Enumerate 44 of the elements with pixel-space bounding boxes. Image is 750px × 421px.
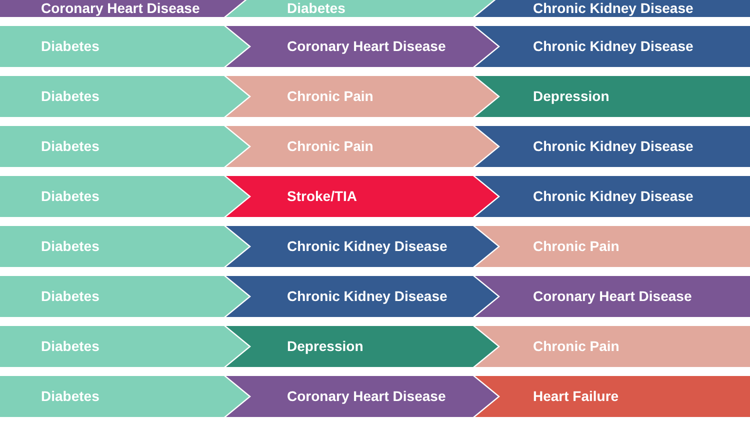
- step-label: Diabetes: [41, 138, 100, 155]
- step-label: Chronic Pain: [533, 338, 620, 355]
- chevron-step: [0, 176, 249, 217]
- step-label: Coronary Heart Disease: [41, 0, 200, 17]
- step-label: Chronic Pain: [287, 138, 374, 155]
- step-label: Diabetes: [41, 88, 100, 105]
- step-label: Stroke/TIA: [287, 188, 358, 205]
- chevron-step: [475, 0, 750, 17]
- step-label: Diabetes: [41, 388, 100, 405]
- step-label: Coronary Heart Disease: [533, 288, 692, 305]
- step-label: Chronic Kidney Disease: [287, 288, 448, 305]
- step-label: Heart Failure: [533, 388, 619, 405]
- step-label: Diabetes: [41, 188, 100, 205]
- chevron-step: [0, 76, 249, 117]
- chevron-step: [475, 376, 750, 417]
- step-label: Chronic Kidney Disease: [533, 138, 694, 155]
- chevron-step: [0, 376, 249, 417]
- step-label: Chronic Kidney Disease: [533, 0, 694, 17]
- step-label: Chronic Pain: [287, 88, 374, 105]
- chevron-step: [0, 126, 249, 167]
- chevron-step: [475, 126, 750, 167]
- chevron-step: [475, 326, 750, 367]
- step-label: Chronic Pain: [533, 238, 620, 255]
- step-label: Diabetes: [41, 38, 100, 55]
- chevron-step: [475, 176, 750, 217]
- step-label: Chronic Kidney Disease: [533, 188, 694, 205]
- chevron-step: [0, 326, 249, 367]
- chevron-step: [0, 226, 249, 267]
- step-label: Depression: [533, 88, 610, 105]
- step-label: Diabetes: [41, 338, 100, 355]
- step-label: Diabetes: [41, 288, 100, 305]
- step-label: Coronary Heart Disease: [287, 388, 446, 405]
- chevron-step: [0, 26, 249, 67]
- step-label: Diabetes: [41, 238, 100, 255]
- step-label: Coronary Heart Disease: [287, 38, 446, 55]
- step-label: Chronic Kidney Disease: [287, 238, 448, 255]
- chevron-step: [475, 76, 750, 117]
- chevron-step: [475, 226, 750, 267]
- step-label: Depression: [287, 338, 364, 355]
- step-label: Chronic Kidney Disease: [533, 38, 694, 55]
- chevron-step: [475, 276, 750, 317]
- chevron-step: [0, 276, 249, 317]
- chevron-step: [475, 26, 750, 67]
- step-label: Diabetes: [287, 0, 346, 17]
